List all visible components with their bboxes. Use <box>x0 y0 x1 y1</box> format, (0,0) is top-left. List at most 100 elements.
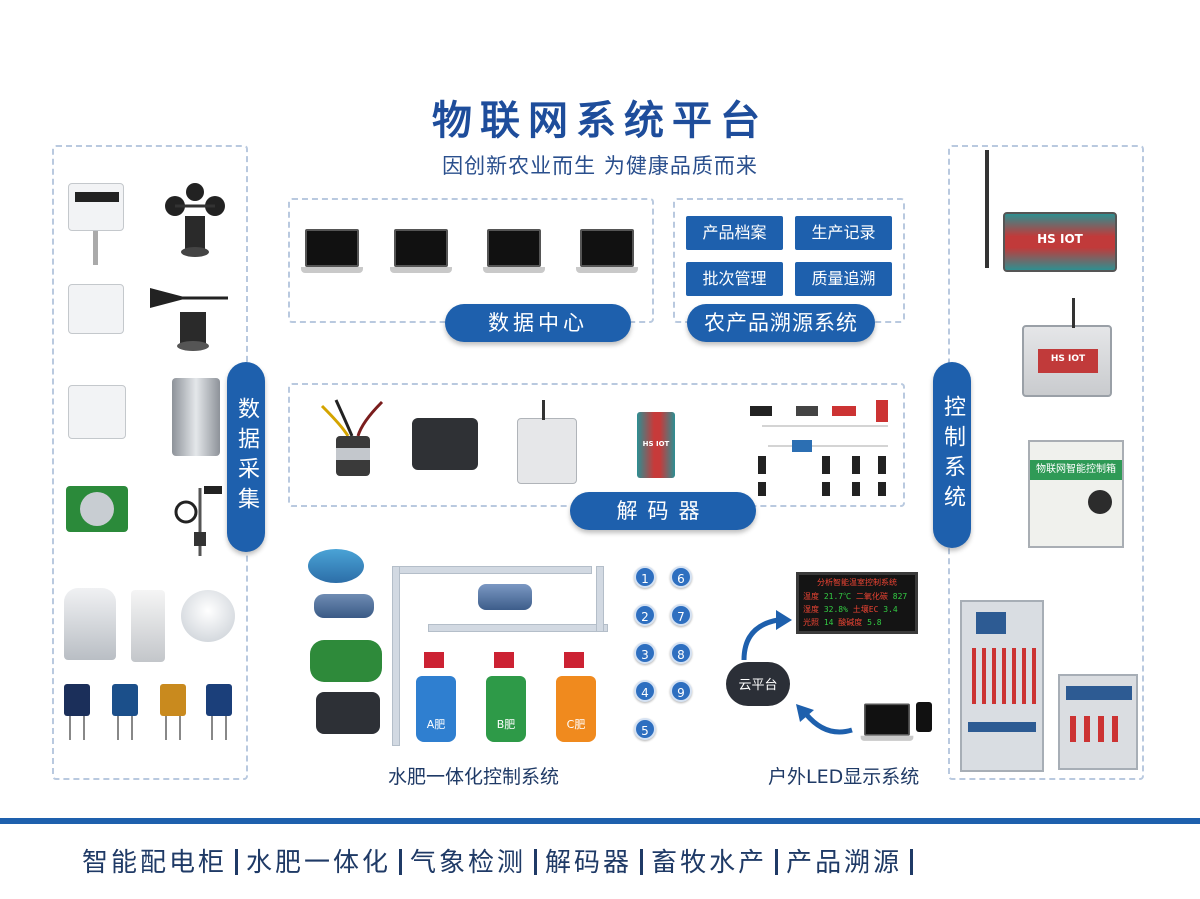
pipe <box>392 566 400 746</box>
footer-categories: 智能配电柜水肥一体化气象检测解码器畜牧水产产品溯源 <box>82 842 921 879</box>
antenna-icon <box>542 400 545 420</box>
wind-vane-icon <box>148 282 234 354</box>
io-module-brand: HS IOT <box>642 440 670 448</box>
laptop-icon <box>576 229 638 275</box>
laptop-icon <box>483 229 545 275</box>
batch-management-button[interactable]: 批次管理 <box>686 262 783 296</box>
antenna-icon <box>1072 298 1075 328</box>
valve-6[interactable]: 6 <box>670 566 692 588</box>
led-value: 5.8 <box>867 618 882 627</box>
valve-2[interactable]: 2 <box>634 604 656 626</box>
separator <box>534 849 538 875</box>
footer-item[interactable]: 水肥一体化 <box>246 848 392 878</box>
valve-icon <box>564 652 584 668</box>
valve-7[interactable]: 7 <box>670 604 692 626</box>
laptop-icon <box>390 229 452 275</box>
tank-b: B肥 <box>486 676 526 742</box>
data-center-label: 数据中心 <box>445 304 631 342</box>
separator <box>399 849 403 875</box>
tank-c: C肥 <box>556 676 596 742</box>
led-title: 分析智能温室控制系统 <box>817 578 897 587</box>
led-label: 土壤EC <box>852 605 879 614</box>
sand-filter-icon <box>310 640 382 682</box>
valve-icon <box>424 652 444 668</box>
led-label: 二氧化碳 <box>855 592 888 601</box>
valve-3[interactable]: 3 <box>634 642 656 664</box>
led-label: 湿度 <box>803 605 819 614</box>
phone-icon <box>916 702 932 732</box>
valve-icon <box>494 652 514 668</box>
page-subtitle: 因创新农业而生 为健康品质而来 <box>442 154 758 178</box>
soil-probe-icon <box>64 684 90 740</box>
gateway-icon <box>517 418 577 484</box>
led-value: 3.4 <box>883 605 898 614</box>
footer-divider <box>0 818 1200 824</box>
soil-probe-icon <box>160 684 186 740</box>
louver-box-icon <box>131 590 165 662</box>
valve-9[interactable]: 9 <box>670 680 692 702</box>
separator <box>235 849 239 875</box>
fertilizer-pump-icon <box>478 584 532 610</box>
sensor-probe <box>93 231 98 265</box>
led-value: 14 <box>823 618 834 627</box>
fertigation-cabinet <box>1058 674 1138 770</box>
pipe <box>596 566 604 632</box>
control-box: 物联网智能控制箱 <box>1028 440 1124 548</box>
ultrasonic-sensor-icon <box>64 588 116 660</box>
valve-5[interactable]: 5 <box>634 718 656 740</box>
footer-item[interactable]: 畜牧水产 <box>651 848 768 878</box>
footer-item[interactable]: 气象检测 <box>410 848 527 878</box>
arrow-back-icon <box>786 700 866 740</box>
temp-humidity-sensor <box>68 183 124 231</box>
valve-8[interactable]: 8 <box>670 642 692 664</box>
pipe <box>428 624 608 632</box>
control-system-label: 控制系统 <box>933 362 971 548</box>
controller-device: HS IOT <box>1003 212 1117 272</box>
control-box-label: 物联网智能控制箱 <box>1030 460 1122 480</box>
rain-gauge-icon <box>172 378 220 456</box>
footer-item[interactable]: 解码器 <box>545 848 633 878</box>
tank-a: A肥 <box>416 676 456 742</box>
footer-item[interactable]: 产品溯源 <box>786 848 903 878</box>
weather-station-icon <box>170 478 230 558</box>
production-record-button[interactable]: 生产记录 <box>795 216 892 250</box>
soil-probe-icon <box>206 684 232 740</box>
led-value: 21.7℃ <box>823 592 852 601</box>
soil-probe-icon <box>112 684 138 740</box>
footer-item[interactable]: 智能配电柜 <box>82 848 228 878</box>
controller-brand: HS IOT <box>1037 232 1083 246</box>
cloud-icon: 云平台 <box>726 662 790 706</box>
laptop-icon <box>301 229 363 275</box>
fertigation-caption: 水肥一体化控制系统 <box>388 766 560 788</box>
soil-sensor-board <box>66 486 128 532</box>
solenoid-decoder-icon <box>312 396 392 480</box>
data-collection-label: 数据采集 <box>227 362 265 552</box>
decoder-network-diagram <box>748 396 898 500</box>
radiation-sensor-icon <box>181 590 235 642</box>
water-tank-icon <box>308 549 364 583</box>
quality-trace-button[interactable]: 质量追溯 <box>795 262 892 296</box>
product-archive-button[interactable]: 产品档案 <box>686 216 783 250</box>
arrow-up-icon <box>730 606 810 666</box>
traceability-label: 农产品溯源系统 <box>687 304 875 342</box>
pipe <box>392 566 592 574</box>
valve-1[interactable]: 1 <box>634 566 656 588</box>
relay-brand: HS IOT <box>1050 354 1086 364</box>
relay-module: HS IOT <box>1022 325 1112 397</box>
separator <box>640 849 644 875</box>
separator <box>910 849 914 875</box>
led-value: 32.8% <box>823 605 848 614</box>
decoder-box-icon <box>412 418 478 470</box>
led-caption: 户外LED显示系统 <box>768 766 920 788</box>
distribution-cabinet <box>960 600 1044 772</box>
co2-sensor <box>68 385 126 439</box>
valve-4[interactable]: 4 <box>634 680 656 702</box>
anemometer-icon <box>155 182 235 260</box>
led-display-panel: 分析智能温室控制系统 温度 21.7℃ 二氧化碳 827 湿度 32.8% 土壤… <box>796 572 918 634</box>
disc-filter-icon <box>316 692 380 734</box>
cloud-label: 云平台 <box>738 678 778 693</box>
page-title: 物联网系统平台 <box>432 98 768 144</box>
laptop-icon <box>860 703 914 742</box>
illuminance-sensor <box>68 284 124 334</box>
water-pump-icon <box>314 594 374 618</box>
